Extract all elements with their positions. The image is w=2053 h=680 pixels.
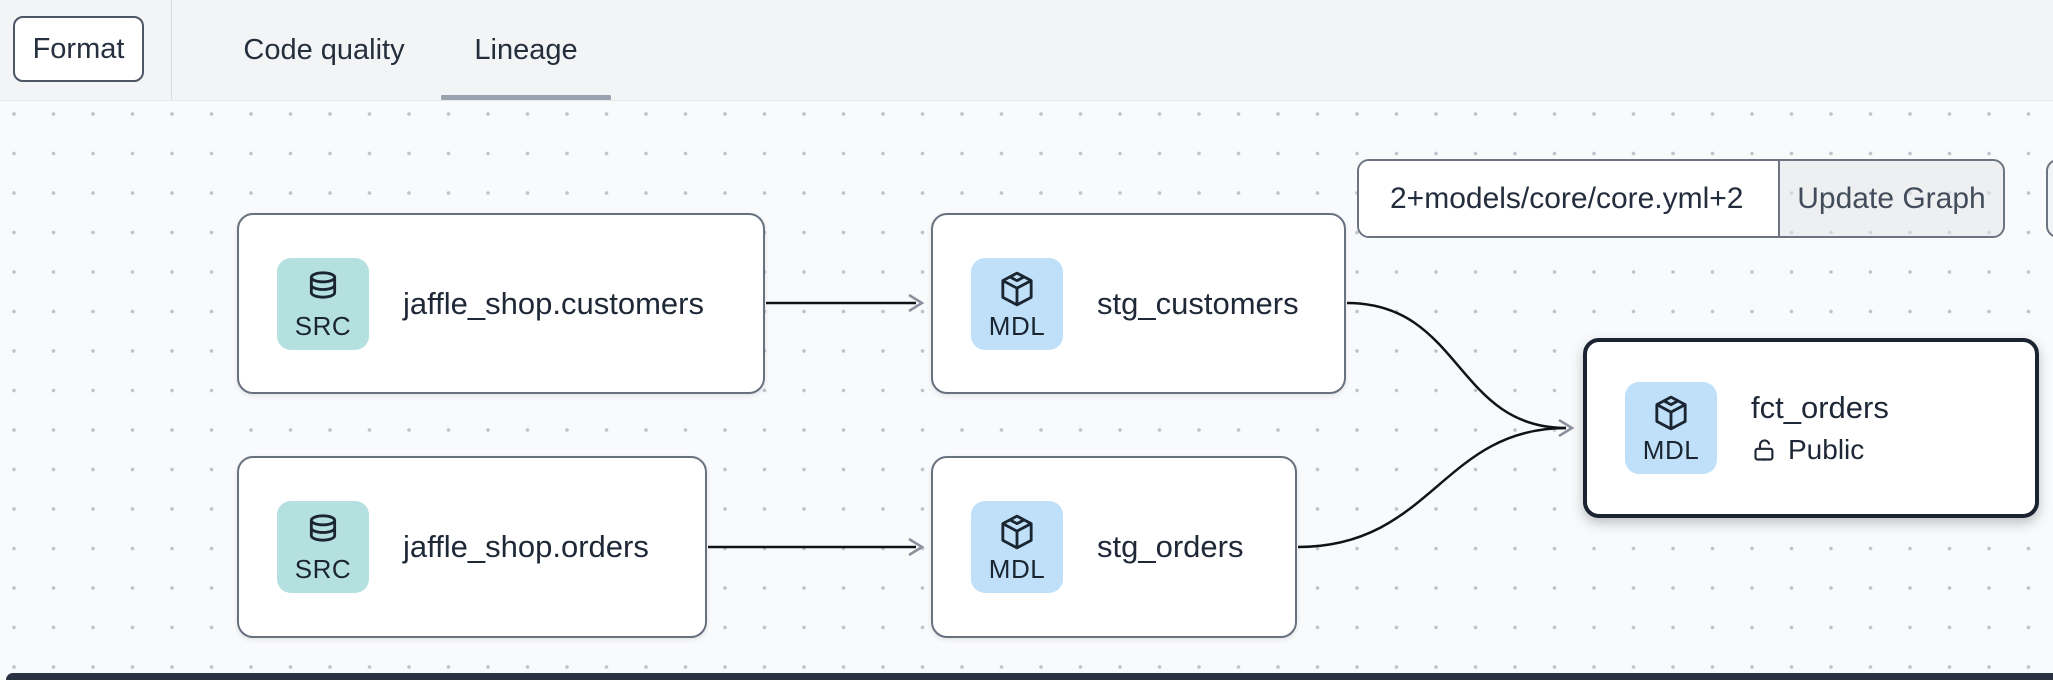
lineage-canvas[interactable]: SRC jaffle_shop.customers MDL stg_custom… [0,101,2053,680]
node-label: fct_orders [1751,390,1889,425]
tab-lineage[interactable]: Lineage [441,0,611,100]
node-access-label: Public [1788,434,1865,465]
model-icon: MDL [1625,382,1717,474]
update-graph-button[interactable]: Update Graph [1778,161,2003,236]
node-stg-orders[interactable]: MDL stg_orders [931,456,1297,638]
tab-lineage-label: Lineage [474,33,578,66]
node-fct-orders[interactable]: MDL fct_orders Public [1583,338,2039,518]
node-label: jaffle_shop.orders [403,529,649,564]
node-access-row: Public [1751,434,1889,466]
cube-icon [1001,514,1033,550]
selector-input[interactable] [1359,161,1778,236]
node-type-badge: SRC [294,310,352,341]
toolbar: Format Code quality Lineage [0,0,2053,101]
node-label: stg_customers [1097,285,1299,321]
active-tab-underline [441,95,611,100]
cutoff-right-button[interactable] [2046,159,2053,238]
node-type-badge: SRC [294,554,352,584]
node-label: stg_orders [1097,529,1244,564]
tab-code-quality[interactable]: Code quality [234,0,414,100]
node-type-badge: MDL [1642,435,1700,465]
node-label: jaffle_shop.customers [403,285,704,321]
cube-icon [1655,395,1687,431]
source-icon: SRC [277,257,369,350]
source-icon: SRC [277,501,369,593]
node-text-block: fct_orders Public [1751,390,1889,466]
node-type-badge: MDL [988,554,1046,584]
arrowhead-icon [908,537,925,557]
unlock-icon [1754,438,1774,461]
database-icon [309,514,337,542]
model-icon: MDL [971,501,1063,593]
bottom-panel-edge [6,673,2053,680]
node-jaffle-shop-orders[interactable]: SRC jaffle_shop.orders [237,456,707,638]
arrowhead-icon [1558,418,1575,438]
model-icon: MDL [971,257,1063,350]
cube-icon [1001,271,1033,306]
arrowhead-icon [908,293,925,313]
tab-code-quality-label: Code quality [243,33,405,66]
node-type-badge: MDL [988,310,1046,341]
selector-group: Update Graph [1357,159,2005,238]
database-icon [309,270,337,299]
edge-stgorders-fct [1297,426,1567,549]
format-button[interactable]: Format [13,16,144,82]
toolbar-divider [171,0,172,100]
edge-stgcustomers-fct [1346,301,1567,430]
node-stg-customers[interactable]: MDL stg_customers [931,213,1346,394]
edge-layer [708,293,1575,557]
node-jaffle-shop-customers[interactable]: SRC jaffle_shop.customers [237,213,765,394]
